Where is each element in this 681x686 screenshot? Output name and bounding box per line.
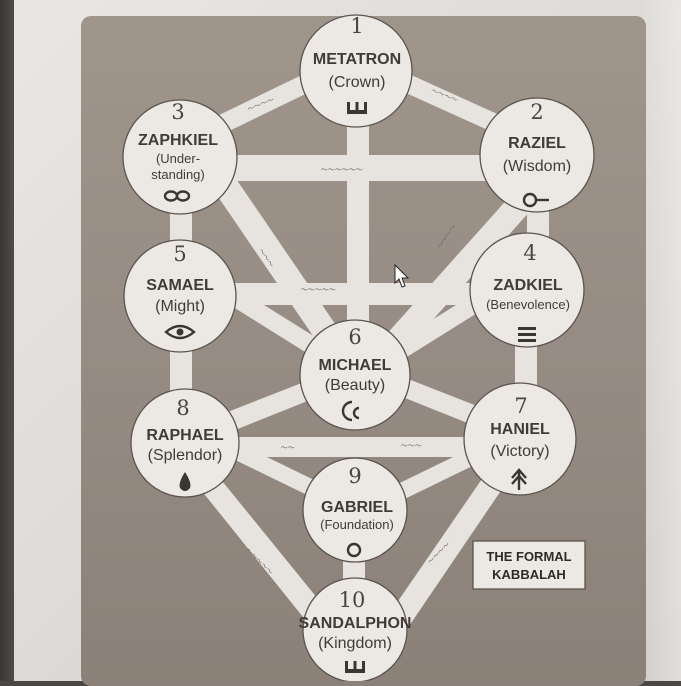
crown-icon <box>347 102 367 114</box>
node-desc: (Crown) <box>329 74 386 91</box>
path-5-4 <box>230 283 490 305</box>
node-haniel: 7 HANIEL (Victory) <box>490 394 550 490</box>
node-name: HANIEL <box>490 421 550 438</box>
node-desc: (Under- <box>156 151 200 166</box>
node-raphael: 8 RAPHAEL (Splendor) <box>146 396 224 491</box>
node-number: 8 <box>176 396 189 420</box>
node-2-circle <box>479 97 595 213</box>
node-raziel: 2 RAZIEL (Wisdom) <box>503 100 571 208</box>
node-3-circle <box>122 99 238 215</box>
svg-text:～～～～: ～～～～ <box>435 223 458 251</box>
node-9-circle <box>302 457 408 563</box>
node-desc: (Might) <box>155 298 205 315</box>
title-line-2: KABBALAH <box>492 567 566 582</box>
drop-icon <box>179 472 191 491</box>
node-8-circle <box>130 388 240 498</box>
node-name: METATRON <box>313 51 401 68</box>
svg-text:～～～～～～: ～～～～～～ <box>320 166 363 174</box>
node-number: 4 <box>523 241 536 265</box>
node-number: 3 <box>171 100 184 124</box>
path-7-10 <box>385 460 515 632</box>
node-number: 7 <box>514 394 527 418</box>
node-number: 2 <box>530 100 543 124</box>
title-line-1: THE FORMAL <box>486 549 571 564</box>
arrow-up-icon <box>511 468 527 490</box>
node-metatron: 1 METATRON (Crown) <box>313 14 401 114</box>
node-name: MICHAEL <box>319 357 392 374</box>
svg-text:～～: ～～ <box>280 444 295 452</box>
node-number: 10 <box>339 588 366 612</box>
screen-glare <box>640 0 681 681</box>
node-name: RAZIEL <box>508 135 566 152</box>
node-zadkiel: 4 ZADKIEL (Benevolence) <box>486 241 570 342</box>
node-desc: (Splendor) <box>148 447 223 464</box>
node-name: SAMAEL <box>146 277 214 294</box>
node-6-circle <box>299 319 411 431</box>
crown-icon <box>345 661 365 673</box>
node-desc: (Kingdom) <box>318 635 392 652</box>
node-5-circle <box>123 239 237 353</box>
node-desc: (Wisdom) <box>503 158 571 175</box>
triple-bar-icon <box>518 327 536 342</box>
path-8-7 <box>230 437 490 457</box>
node-zaphkiel: 3 ZAPHKIEL (Under- standing) <box>138 100 218 202</box>
path-7-9 <box>375 440 495 510</box>
moon-icon <box>341 400 360 422</box>
node-desc: (Benevolence) <box>486 297 570 312</box>
infinity-icon <box>163 190 191 202</box>
path-8-10 <box>185 460 335 632</box>
node-7-circle <box>463 382 577 496</box>
node-4-circle <box>469 232 585 348</box>
svg-text:～～～: ～～～ <box>400 442 422 450</box>
node-number: 6 <box>348 325 361 349</box>
eye-icon <box>164 324 196 340</box>
sephirot <box>122 14 595 681</box>
node-desc: (Victory) <box>490 443 549 460</box>
node-gabriel: 9 GABRIEL (Foundation) <box>320 464 394 558</box>
mouse-cursor-icon <box>394 263 410 288</box>
circle-icon <box>346 542 362 558</box>
node-name: SANDALPHON <box>299 615 412 632</box>
node-desc-line2: standing) <box>151 167 204 182</box>
node-number: 5 <box>173 242 186 266</box>
node-number: 9 <box>348 464 361 488</box>
node-desc: (Beauty) <box>325 377 385 394</box>
node-name: RAPHAEL <box>146 427 224 444</box>
path-3-2 <box>230 155 490 181</box>
node-michael: 6 MICHAEL (Beauty) <box>319 325 392 422</box>
monitor-bezel <box>0 0 18 681</box>
node-name: GABRIEL <box>321 499 393 516</box>
node-desc: (Foundation) <box>320 517 394 532</box>
node-sandalphon: 10 SANDALPHON (Kingdom) <box>299 588 412 673</box>
node-name: ZAPHKIEL <box>138 132 218 149</box>
key-icon <box>522 192 549 208</box>
node-name: ZADKIEL <box>493 277 563 294</box>
node-number: 1 <box>350 14 363 38</box>
node-samael: 5 SAMAEL (Might) <box>146 242 214 340</box>
node-1-circle <box>299 14 413 128</box>
node-10-circle <box>302 577 408 681</box>
title-box: THE FORMAL KABBALAH <box>472 540 586 590</box>
svg-text:～～～～～: ～～～～～ <box>300 286 336 294</box>
